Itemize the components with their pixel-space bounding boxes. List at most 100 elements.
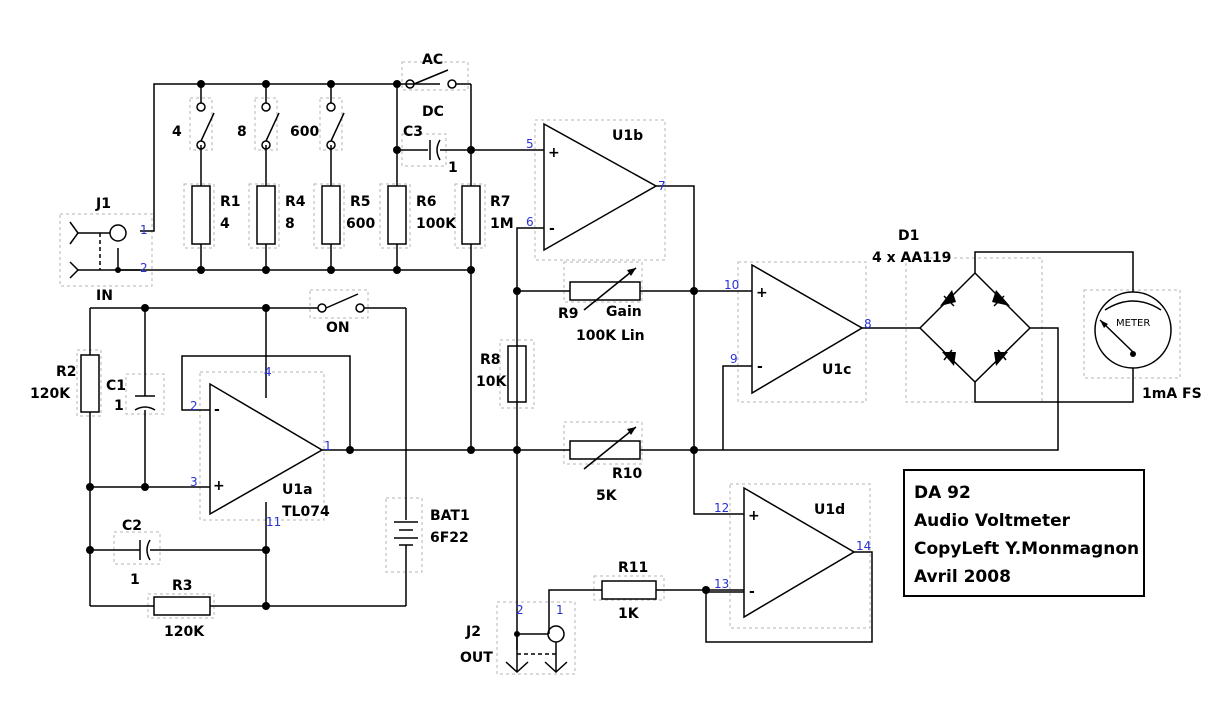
u1d-plus: +: [748, 508, 760, 524]
u1a-minus: -: [214, 402, 220, 418]
u1d-pin13: 13: [714, 577, 729, 591]
resistor-r1: [191, 185, 211, 245]
u1c-minus: -: [757, 359, 763, 375]
resistor-r8: [507, 345, 527, 403]
u1b-pin5: 5: [526, 137, 534, 151]
u1d-minus: -: [749, 584, 755, 600]
r6-ref: R6: [416, 194, 437, 210]
diode-bridge-d1: [918, 271, 1032, 384]
u1c-pin10: 10: [724, 278, 739, 292]
u1b-pin6: 6: [526, 215, 534, 229]
title-line1: DA 92: [914, 483, 971, 503]
j1-value: IN: [96, 288, 113, 304]
j2-ref: J2: [465, 624, 481, 640]
c1-ref: C1: [106, 378, 126, 394]
r1-ref: R1: [220, 194, 241, 210]
r10-value: 5K: [596, 488, 618, 504]
r3-ref: R3: [172, 578, 193, 594]
u1a-pin4: 4: [264, 365, 272, 379]
c1-value: 1: [114, 398, 124, 414]
d1-ref: D1: [898, 228, 919, 244]
sw-on-label: ON: [326, 320, 350, 336]
sw-8-label: 8: [237, 124, 247, 140]
u1a-pin11: 11: [266, 515, 281, 529]
junction-dots: [86, 80, 710, 637]
resistors: [80, 185, 657, 616]
u1c-ref: U1c: [822, 362, 851, 378]
r9-value: 100K Lin: [576, 328, 645, 344]
switch-ac: [405, 69, 457, 89]
c2-value: 1: [130, 572, 140, 588]
r2-ref: R2: [56, 364, 77, 380]
capacitor-c1: [134, 395, 156, 411]
resistor-r6: [387, 185, 407, 245]
j1-pin2: 2: [140, 261, 148, 275]
potentiometer-r9: [569, 267, 641, 311]
meter-face-label: METER: [1116, 318, 1150, 329]
switch-8: [261, 102, 280, 150]
r11-value: 1K: [618, 606, 640, 622]
capacitor-c2: [139, 539, 151, 561]
u1a-pin2: 2: [190, 399, 198, 413]
switch-4: [196, 102, 215, 150]
r5-value: 600: [346, 216, 375, 232]
potentiometer-r10: [569, 426, 641, 470]
jack-j2: [505, 625, 568, 674]
r3-value: 120K: [164, 624, 205, 640]
sw-600-label: 600: [290, 124, 319, 140]
c3-ref: C3: [403, 124, 423, 140]
r9-name: Gain: [606, 304, 642, 320]
u1a-pin1: 1: [324, 439, 332, 453]
opamp-u1b: [543, 122, 658, 252]
opamp-u1c: [751, 263, 864, 395]
title-line3: CopyLeft Y.Monmagnon: [914, 539, 1139, 559]
capacitors: [134, 139, 441, 561]
battery-bat1: [394, 521, 418, 546]
u1b-ref: U1b: [612, 128, 643, 144]
r10-ref: R10: [612, 466, 643, 482]
u1b-minus: -: [549, 221, 555, 237]
resistor-r5: [321, 185, 341, 245]
u1c-pin9: 9: [730, 352, 738, 366]
opamps: [209, 122, 864, 619]
r6-value: 100K: [416, 216, 457, 232]
r9-ref: R9: [558, 306, 579, 322]
r7-ref: R7: [490, 194, 511, 210]
capacitor-c3: [429, 139, 441, 161]
u1d-ref: U1d: [814, 502, 845, 518]
j1-ref: J1: [95, 196, 111, 212]
c3-value: 1: [448, 160, 458, 176]
u1b-pin7: 7: [658, 179, 666, 193]
sw-ac-label: AC: [422, 52, 443, 68]
sw-4-label: 4: [172, 124, 182, 140]
opamp-u1a: [209, 382, 324, 516]
sw-dc-label: DC: [422, 104, 444, 120]
r2-value: 120K: [30, 386, 71, 402]
resistor-r11: [601, 580, 657, 600]
component-labels: J1 IN 1 2 4 8 600 AC DC ON C3 1 R1 4 R4 …: [30, 52, 1202, 666]
switch-on: [317, 293, 365, 313]
title-line4: Avril 2008: [914, 567, 1011, 587]
u1d-pin12: 12: [714, 501, 729, 515]
r1-value: 4: [220, 216, 230, 232]
opamp-labels: U1b 5 6 7 + - U1c 10 9 8 + - U1d 12 13 1…: [190, 128, 872, 600]
r11-ref: R11: [618, 560, 648, 576]
resistor-r2: [80, 354, 100, 413]
u1a-plus: +: [213, 478, 225, 494]
r7-value: 1M: [490, 216, 514, 232]
r5-ref: R5: [350, 194, 371, 210]
j1-pin1: 1: [140, 223, 148, 237]
u1a-ref: U1a: [282, 482, 313, 498]
j2-pin2: 2: [516, 603, 524, 617]
resistor-r4: [256, 185, 276, 245]
u1b-plus: +: [548, 145, 560, 161]
resistor-r7: [461, 185, 481, 245]
title-line2: Audio Voltmeter: [914, 511, 1071, 531]
meter: [1094, 291, 1172, 369]
meter-value: 1mA FS: [1142, 386, 1202, 402]
u1c-pin8: 8: [864, 317, 872, 331]
jack-j1: [69, 221, 127, 279]
u1d-pin14: 14: [856, 539, 871, 553]
u1c-plus: +: [756, 285, 768, 301]
